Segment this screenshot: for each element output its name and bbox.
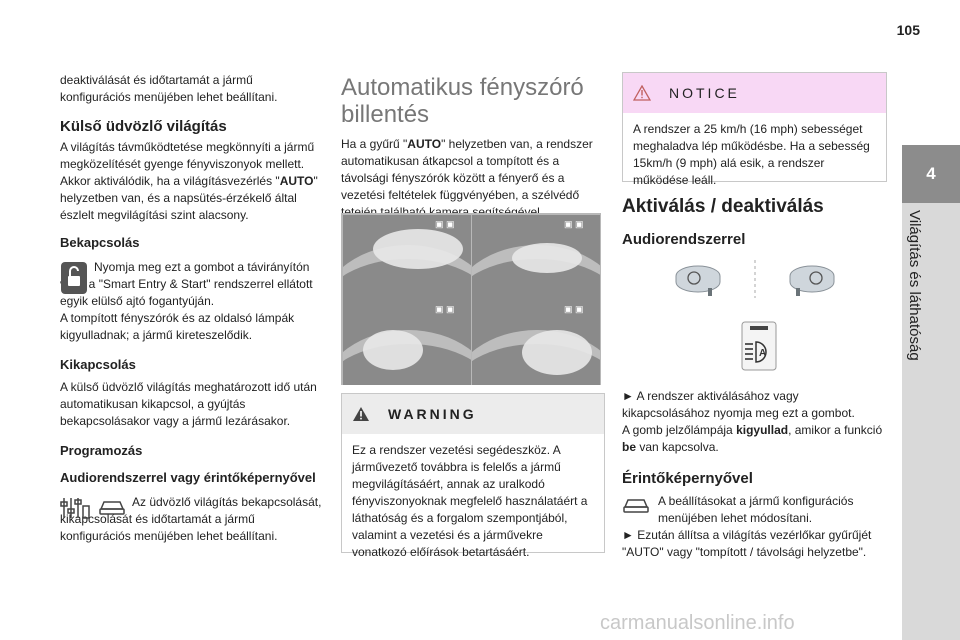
car-icon	[622, 496, 650, 519]
chapter-sidebar	[902, 145, 960, 640]
page-number: 105	[896, 22, 920, 38]
notice-icon	[633, 85, 651, 101]
auto-headlamp-title: Automatikus fényszóró billentés	[341, 74, 584, 128]
touchscreen-block: A beállításokat a jármű konfigurációs me…	[622, 493, 885, 561]
programming-title: Programozás	[60, 443, 143, 458]
programming-block: Az üdvözlő világítás bekapcsolását, kika…	[60, 494, 322, 545]
chapter-title: Világítás és láthatóság	[906, 210, 923, 361]
unlock-icon	[60, 261, 88, 295]
audio-text-2: A gomb jelzőlámpája kigyullad, amikor a …	[622, 423, 883, 454]
headlamp-button-illustration: A	[740, 320, 778, 372]
car-icon	[98, 498, 126, 521]
welcome-lighting-text: A világítás távműködtetése megkönnyíti a…	[60, 140, 318, 222]
steering-controls-illustration	[672, 258, 842, 300]
switch-off-text: A külső üdvözlő világítás meghatározott …	[60, 380, 317, 428]
switch-on-block: Nyomja meg ezt a gombot a távirányítón v…	[60, 259, 322, 344]
touchscreen-text-2: ► Ezután állítsa a világítás vezérlőkar …	[622, 528, 872, 559]
settings-icon	[60, 496, 90, 525]
welcome-lighting-title: Külső üdvözlő világítás	[60, 118, 227, 135]
right-column: Aktiválás / deaktiválás Audiorendszerrel	[622, 196, 885, 248]
illustration-tile-1: ▣ ▣	[343, 215, 471, 300]
watermark: carmanualsonline.info	[600, 612, 795, 634]
right-column-lower: ► A rendszer aktiválásához vagy kikapcso…	[622, 388, 885, 561]
illustration-tile-3: ▣ ▣	[343, 300, 471, 385]
notice-header: NOTICE	[623, 73, 886, 113]
illustration-tile-2: ▣ ▣	[472, 215, 600, 300]
audio-text: ► A rendszer aktiválásához vagy kikapcso…	[622, 389, 855, 420]
notice-box: NOTICE A rendszer a 25 km/h (16 mph) seb…	[622, 72, 887, 187]
headlamp-illustration: ▣ ▣ ▣ ▣ ▣ ▣ ▣ ▣	[341, 213, 601, 385]
middle-column: Automatikus fényszóró billentés Ha a gyű…	[341, 74, 603, 221]
svg-text:A: A	[759, 348, 766, 359]
warning-box: WARNING Ez a rendszer vezetési segédeszk…	[341, 393, 605, 559]
programming-subtitle: Audiorendszerrel vagy érintőképernyővel	[60, 470, 316, 485]
touchscreen-text: A beállításokat a jármű konfigurációs me…	[658, 494, 854, 525]
switch-on-text: Nyomja meg ezt a gombot a távirányítón v…	[60, 260, 313, 308]
warning-text: Ez a rendszer vezetési segédeszköz. A já…	[352, 443, 588, 559]
activation-title: Aktiválás / deaktiválás	[622, 196, 824, 217]
notice-label: NOTICE	[669, 85, 740, 101]
chapter-number: 4	[902, 145, 960, 203]
programming-text: Az üdvözlő világítás bekapcsolását, kika…	[60, 495, 322, 543]
left-column: deaktiválását és időtartamát a jármű kon…	[60, 72, 322, 545]
switch-on-text-2: A tompított fényszórók és az oldalsó lám…	[60, 311, 295, 342]
warning-label: WARNING	[388, 406, 477, 422]
auto-headlamp-text: Ha a gyűrű "AUTO" helyzetben van, a rend…	[341, 137, 593, 219]
touchscreen-title: Érintőképernyővel	[622, 470, 753, 487]
illustration-tile-4: ▣ ▣	[472, 300, 600, 385]
switch-off-title: Kikapcsolás	[60, 357, 136, 372]
switch-on-title: Bekapcsolás	[60, 235, 140, 250]
intro-text: deaktiválását és időtartamát a jármű kon…	[60, 73, 278, 104]
audio-title: Audiorendszerrel	[622, 231, 746, 248]
warning-header: WARNING	[342, 394, 604, 434]
warning-icon	[353, 407, 369, 421]
notice-text: A rendszer a 25 km/h (16 mph) sebességet…	[633, 122, 870, 187]
